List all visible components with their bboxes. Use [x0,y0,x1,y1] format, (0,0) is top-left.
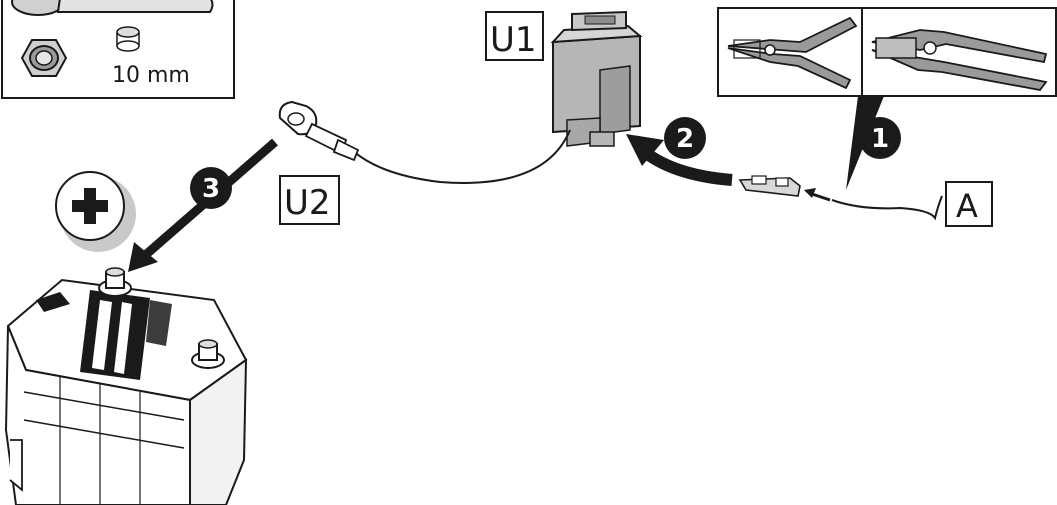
spade-connector-icon [740,176,800,196]
size-label: 10 mm [112,63,190,88]
crimping-tools-box [718,8,1056,96]
step-3-badge: 3 [190,167,232,209]
label-a: A [946,182,992,226]
tools-box: 10 mm [2,0,234,98]
fuse-holder-icon [553,12,640,146]
wrench-icon [12,0,213,15]
svg-text:A: A [956,187,978,225]
label-u1: U1 [486,12,543,60]
plus-icon [56,172,136,252]
battery-icon [6,268,246,505]
svg-text:1: 1 [871,124,889,154]
svg-text:2: 2 [676,124,694,154]
ring-terminal-icon [280,102,358,160]
svg-text:3: 3 [202,174,220,204]
wire-a [832,196,942,218]
socket-icon [117,27,139,51]
step-2-badge: 2 [664,117,706,159]
label-u2: U2 [280,176,339,224]
insert-arrow [804,188,830,200]
step-1-badge: 1 [859,117,901,159]
svg-text:U2: U2 [284,183,331,223]
nut-icon [22,40,66,76]
cable [352,130,570,183]
svg-text:U1: U1 [490,20,537,60]
